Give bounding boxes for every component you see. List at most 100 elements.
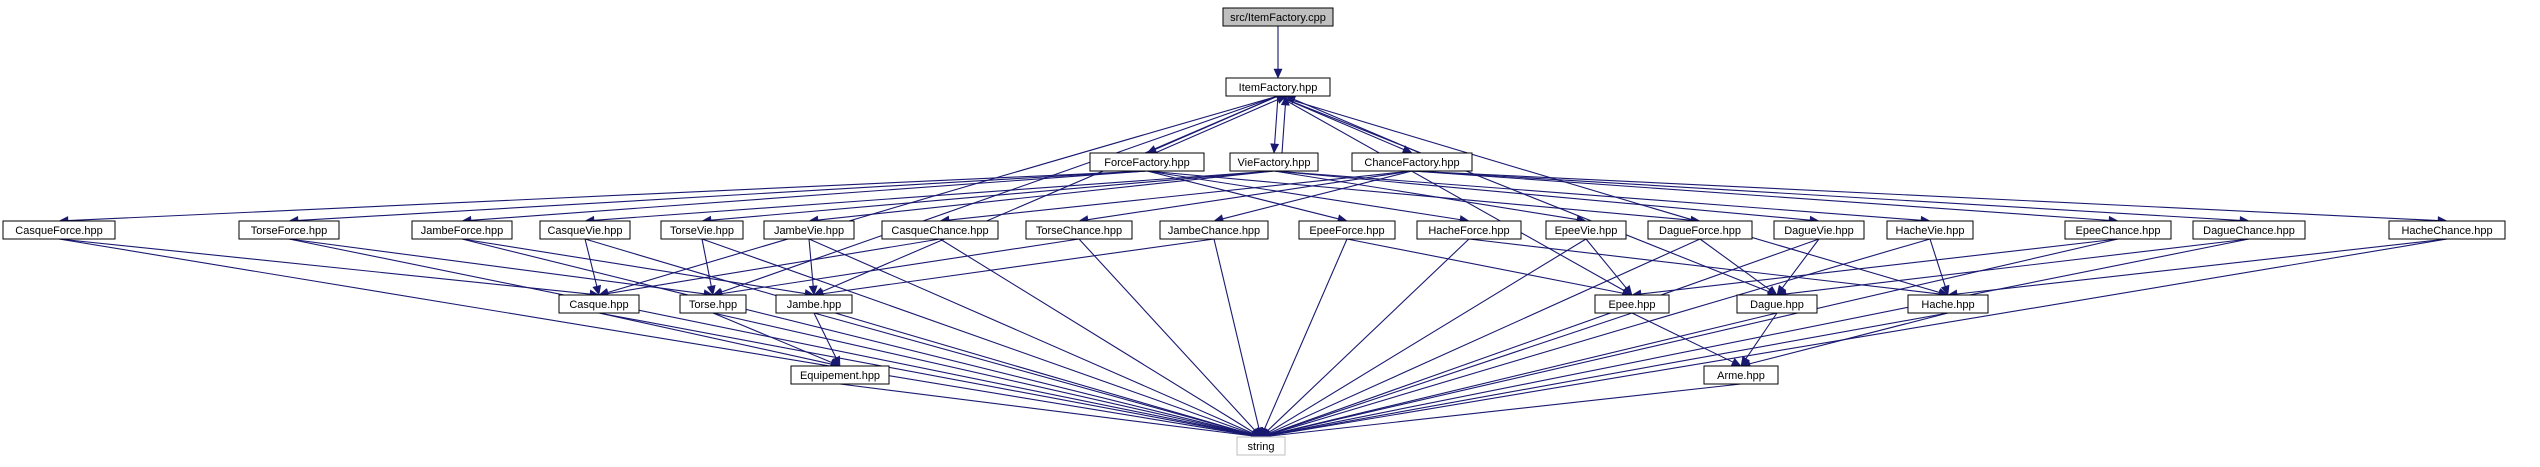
edge-chancefactory-to-epeechance [1411, 170, 2110, 221]
node-casquechance[interactable]: CasqueChance.hpp [881, 220, 999, 240]
node-label-viefactory: VieFactory.hpp [1238, 157, 1311, 169]
edge-dagueforce-to-dague [1699, 238, 1771, 291]
node-box-torse [679, 294, 747, 314]
node-label-jambechance: JambeChance.hpp [1168, 225, 1260, 237]
node-label-hache: Hache.hpp [1921, 299, 1974, 311]
edge-forcefactory-to-dagueforce [1146, 170, 1692, 221]
node-string[interactable]: string [1236, 436, 1286, 456]
edge-torseforce-to-torse [288, 238, 705, 295]
node-box-hacheforce [1416, 220, 1522, 240]
arrowhead-hachevie-to-hache [1940, 284, 1950, 296]
arrowhead-root-to-itemfactory [1273, 68, 1283, 79]
node-label-casque: Casque.hpp [569, 299, 628, 311]
node-label-torsevie: TorseVie.hpp [670, 225, 734, 237]
node-jambe[interactable]: Jambe.hpp [775, 294, 853, 314]
edge-itemfactory-to-casque [607, 95, 1279, 293]
node-label-epee: Epee.hpp [1608, 299, 1655, 311]
edge-torsevie-to-string [701, 238, 1253, 435]
node-box-jambechance [1159, 220, 1269, 240]
edge-jambevie-to-string [808, 238, 1253, 434]
node-epeevie[interactable]: EpeeVie.hpp [1545, 220, 1627, 240]
edge-epeechance-to-epee [1640, 238, 2119, 295]
node-label-root: src/ItemFactory.cpp [1230, 12, 1326, 24]
node-epeeforce[interactable]: EpeeForce.hpp [1298, 220, 1396, 240]
node-box-torseforce [238, 220, 340, 240]
edge-casque-to-string [598, 312, 1253, 436]
edge-chancefactory-to-jambechance [1222, 170, 1413, 220]
edge-casqueforce-to-string [58, 238, 1253, 437]
edge-itemfactory-to-dague [1277, 95, 1769, 293]
edge-epeeforce-to-string [1264, 238, 1348, 429]
edge-chancefactory-to-daguechance [1411, 170, 2241, 222]
edge-torse-to-equipement [712, 312, 832, 364]
node-torsevie[interactable]: TorseVie.hpp [660, 220, 744, 240]
node-root[interactable]: src/ItemFactory.cpp [1222, 7, 1334, 27]
edge-hachechance-to-hache [1956, 238, 2448, 295]
node-forcefactory[interactable]: ForceFactory.hpp [1089, 152, 1205, 172]
edge-itemfactory-to-hache [1277, 95, 1940, 293]
node-epeechance[interactable]: EpeeChance.hpp [2064, 220, 2172, 240]
node-arme[interactable]: Arme.hpp [1703, 365, 1779, 385]
node-box-daguechance [2192, 220, 2306, 240]
edge-torsechance-to-torse [721, 238, 1080, 295]
node-box-daguevie [1773, 220, 1865, 240]
edge-epeeforce-to-epee [1346, 238, 1624, 294]
node-box-torsevie [660, 220, 744, 240]
node-box-casquechance [881, 220, 999, 240]
node-casque[interactable]: Casque.hpp [558, 294, 640, 314]
node-hache[interactable]: Hache.hpp [1907, 294, 1989, 314]
edge-forcefactory-to-epeeforce [1146, 170, 1339, 220]
node-box-torsechance [1025, 220, 1133, 240]
node-label-casquechance: CasqueChance.hpp [891, 225, 988, 237]
edge-hache-to-string [1269, 312, 1949, 436]
edge-jambe-to-equipement [813, 312, 837, 359]
edge-jambeforce-to-string [461, 238, 1253, 436]
node-torse[interactable]: Torse.hpp [679, 294, 747, 314]
node-box-jambe [775, 294, 853, 314]
node-box-chancefactory [1351, 152, 1473, 172]
node-casquevie[interactable]: CasqueVie.hpp [539, 220, 631, 240]
node-hacheforce[interactable]: HacheForce.hpp [1416, 220, 1522, 240]
edge-itemfactory-to-jambe [822, 95, 1279, 292]
node-box-forcefactory [1089, 152, 1205, 172]
node-chancefactory[interactable]: ChanceFactory.hpp [1351, 152, 1473, 172]
node-box-string [1236, 436, 1286, 456]
node-box-jambevie [763, 220, 855, 240]
edge-viefactory-to-torsevie [710, 170, 1275, 221]
node-jambeforce[interactable]: JambeForce.hpp [411, 220, 513, 240]
node-torseforce[interactable]: TorseForce.hpp [238, 220, 340, 240]
edge-itemfactory-to-viefactory [1274, 95, 1279, 145]
node-casqueforce[interactable]: CasqueForce.hpp [2, 220, 116, 240]
node-jambechance[interactable]: JambeChance.hpp [1159, 220, 1269, 240]
node-label-chancefactory: ChanceFactory.hpp [1364, 157, 1459, 169]
node-epee[interactable]: Epee.hpp [1594, 294, 1670, 314]
node-itemfactory[interactable]: ItemFactory.hpp [1225, 77, 1331, 97]
node-hachevie[interactable]: HacheVie.hpp [1886, 220, 1974, 240]
node-torsechance[interactable]: TorseChance.hpp [1025, 220, 1133, 240]
edge-forcefactory-to-itemfactory [1154, 99, 1278, 154]
node-hachechance[interactable]: HacheChance.hpp [2388, 220, 2506, 240]
node-equipement[interactable]: Equipement.hpp [790, 365, 890, 385]
edge-daguevie-to-string [1269, 238, 1820, 435]
edge-hachevie-to-hache [1929, 238, 1946, 287]
node-label-torsechance: TorseChance.hpp [1036, 225, 1122, 237]
node-label-dagueforce: DagueForce.hpp [1659, 225, 1741, 237]
arrowhead-itemfactory-to-viefactory [1270, 143, 1280, 154]
node-viefactory[interactable]: VieFactory.hpp [1229, 152, 1319, 172]
node-label-hachechance: HacheChance.hpp [2401, 225, 2492, 237]
node-box-casquevie [539, 220, 631, 240]
node-daguevie[interactable]: DagueVie.hpp [1773, 220, 1865, 240]
node-label-forcefactory: ForceFactory.hpp [1104, 157, 1189, 169]
node-jambevie[interactable]: JambeVie.hpp [763, 220, 855, 240]
node-label-equipement: Equipement.hpp [800, 370, 880, 382]
node-label-epeevie: EpeeVie.hpp [1555, 225, 1618, 237]
edge-jambechance-to-string [1213, 238, 1260, 429]
node-box-hachevie [1886, 220, 1974, 240]
node-dagueforce[interactable]: DagueForce.hpp [1647, 220, 1753, 240]
edge-hacheforce-to-string [1267, 238, 1470, 432]
edge-epeevie-to-epee [1585, 238, 1627, 289]
node-daguechance[interactable]: DagueChance.hpp [2192, 220, 2306, 240]
node-dague[interactable]: Dague.hpp [1736, 294, 1818, 314]
edge-casquevie-to-string [584, 238, 1253, 435]
